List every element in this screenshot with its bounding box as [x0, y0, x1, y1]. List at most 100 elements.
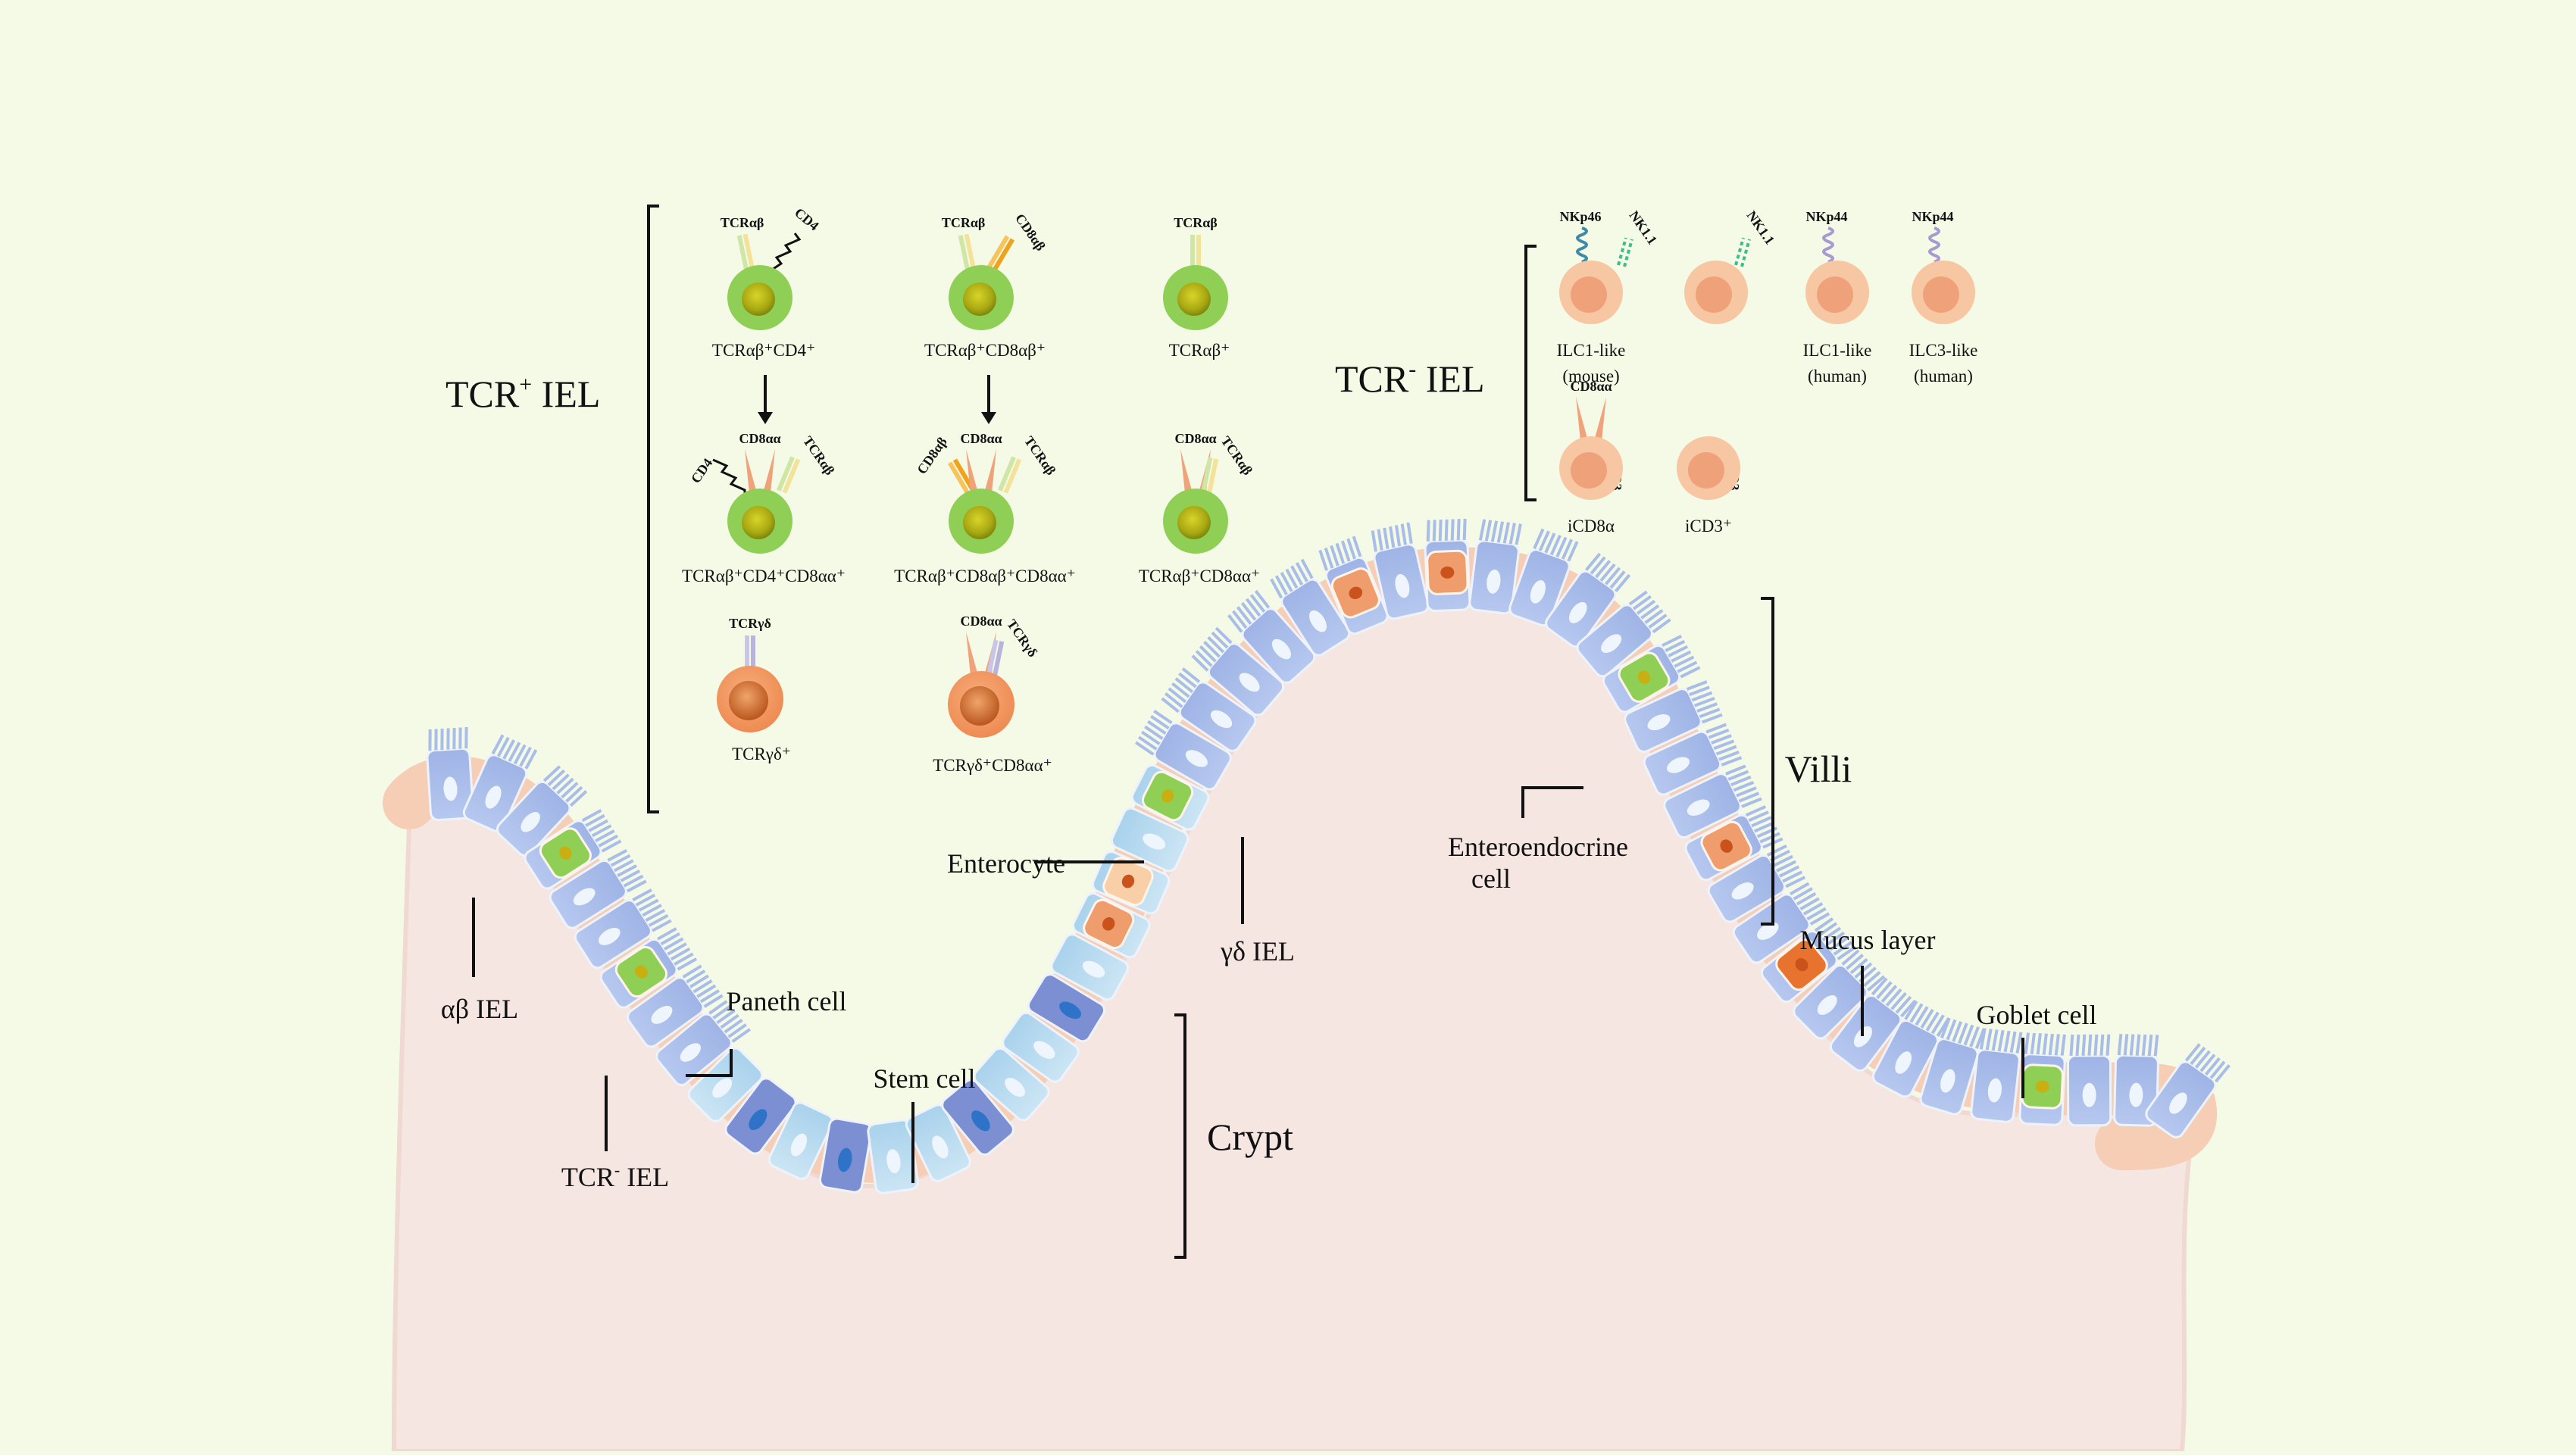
cell-label-sub: (mouse) — [1562, 367, 1619, 386]
enterocyte — [1318, 535, 1389, 635]
nucleus — [1185, 750, 1208, 767]
tcr-neg-iel — [1102, 856, 1154, 907]
crypt-cell — [818, 1117, 873, 1194]
villi-label: Villi — [1785, 748, 1852, 790]
crypt-cell — [867, 1119, 919, 1194]
enterocyte — [2113, 1033, 2159, 1127]
crypt-cell — [1002, 1011, 1080, 1083]
ab-iel — [614, 946, 667, 998]
crypt-cell — [687, 1047, 764, 1122]
microvilli — [1940, 1017, 1986, 1049]
stem-label: Stem cell — [874, 1063, 976, 1094]
nucleus — [971, 1110, 990, 1132]
tcr-neg-bracket — [1524, 245, 1537, 501]
microvilli — [1270, 558, 1314, 599]
crypt-cell — [767, 1101, 834, 1180]
receptor-label: NK1.1 — [1627, 208, 1661, 248]
cell-label-sub: (human) — [1914, 367, 1973, 386]
epithelium — [426, 518, 2231, 1194]
receptor-cd8: CD8αα — [739, 431, 781, 493]
enteroendocrine-leader — [1521, 786, 1583, 818]
cell-nucleus — [960, 686, 999, 726]
enterocyte — [1732, 882, 1830, 964]
enteroendocrine-label-2: cell — [1471, 863, 1511, 894]
receptor-tcr: TCRγδ — [729, 616, 771, 669]
receptor-tcr: TCRαβ — [1174, 215, 1218, 268]
mucus-label: Mucus layer — [1800, 925, 1936, 955]
receptor-nk11: NK1.1 — [1734, 208, 1777, 267]
receptor-cd4: CD4 — [688, 455, 746, 496]
enterocyte — [627, 964, 724, 1048]
nucleus — [1530, 579, 1546, 604]
ab-iel — [1618, 651, 1671, 703]
enterocyte — [1970, 1028, 2023, 1123]
receptor-label: CD8αα — [1174, 431, 1216, 446]
tcr-neg-title: TCR- IEL — [1335, 357, 1484, 400]
cell-nucleus — [1817, 276, 1853, 313]
cell-label: TCRαβ⁺CD8αβ⁺CD8αα⁺ — [894, 567, 1076, 585]
enterocyte — [1468, 519, 1522, 615]
gd-iel-label: γδ IEL — [1220, 936, 1295, 966]
nucleus — [1757, 922, 1779, 940]
cell-label: ILC3-like — [1909, 341, 1978, 360]
cell-label: TCRγδ⁺CD8αα⁺ — [933, 756, 1052, 775]
microvilli — [1790, 882, 1830, 926]
enterocyte-label: Enterocyte — [947, 848, 1065, 879]
receptor-label: CD8αα — [960, 614, 1002, 629]
cell-label: TCRαβ⁺CD4⁺CD8αα⁺ — [682, 567, 846, 585]
nucleus — [598, 927, 621, 945]
ab-iel — [539, 827, 592, 879]
nucleus — [886, 1149, 901, 1173]
nucleus — [485, 785, 502, 809]
nucleus — [443, 776, 458, 801]
enterocyte — [1424, 518, 1471, 613]
nucleus — [2082, 1082, 2096, 1107]
nucleus — [1853, 1026, 1872, 1048]
ab-iel-label: αβ IEL — [441, 994, 518, 1024]
cell-label: TCRαβ⁺CD4⁺ — [712, 341, 815, 360]
microvilli — [682, 964, 724, 1008]
differentiation-arrow — [981, 375, 996, 424]
cell-label: TCRαβ⁺CD8αβ⁺ — [924, 341, 1046, 360]
tcr-pos-bracket — [647, 205, 659, 813]
nucleus — [1987, 1078, 2002, 1103]
cell-label: TCRαβ⁺CD8αα⁺ — [1139, 567, 1260, 585]
villi-bracket — [1761, 597, 1774, 926]
microvilli — [428, 726, 468, 751]
enterocyte — [2018, 1032, 2066, 1126]
enterocyte — [1760, 917, 1857, 1004]
receptor-nkp46: NKp46 — [1559, 209, 1602, 264]
nucleus — [651, 1006, 673, 1024]
nucleus — [1143, 833, 1166, 850]
enterocyte — [426, 726, 474, 822]
microvilli — [1979, 1028, 2023, 1054]
receptor-label: TCRαβ — [942, 215, 986, 230]
crypt-cell — [1027, 973, 1106, 1043]
nucleus — [1309, 610, 1327, 632]
enterocyte — [1871, 1000, 1950, 1098]
enterocyte — [1227, 589, 1316, 684]
enterocyte — [1371, 522, 1430, 620]
goblet-label: Goblet cell — [1977, 1000, 2097, 1030]
nucleus — [2169, 1092, 2187, 1114]
microvilli — [1478, 519, 1522, 545]
receptor-label: TCRαβ — [1021, 433, 1058, 478]
enteroendocrine-cell — [1775, 938, 1828, 991]
paneth-label: Paneth cell — [727, 986, 847, 1016]
receptor-nk11: NK1.1 — [1617, 208, 1661, 267]
crypt-label: Crypt — [1207, 1116, 1293, 1158]
cell-nucleus — [742, 283, 775, 316]
cell-label: ILC1-like — [1557, 341, 1626, 360]
cell-nucleus — [1571, 452, 1607, 489]
tcr-neg-cell-2: NK1.1 — [1684, 208, 1777, 324]
receptor-label: TCRαβ — [1218, 433, 1255, 478]
nucleus — [1601, 634, 1622, 654]
receptor-label: NKp46 — [1559, 209, 1601, 224]
